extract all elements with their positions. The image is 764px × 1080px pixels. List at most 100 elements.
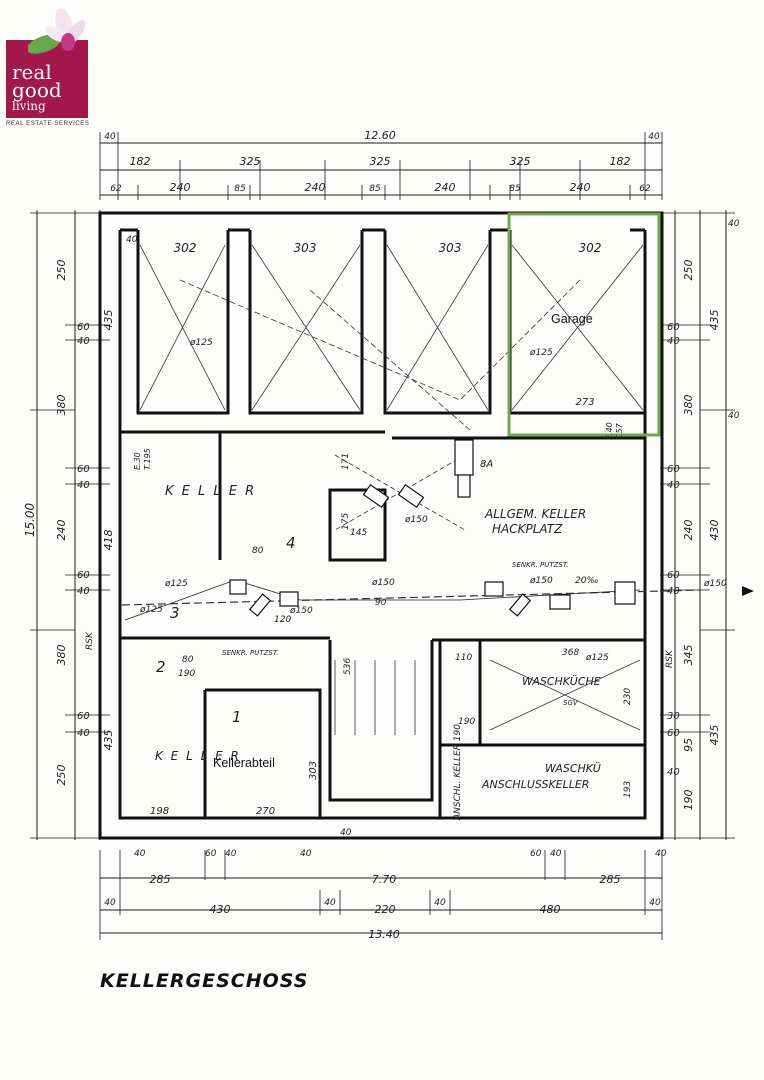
dim-bot2-5: 40 [434,898,446,908]
dim-right-tick-0: 40 [728,219,740,229]
dim-bot-tick-1: 40 [134,849,146,859]
dim-230: 230 [623,688,633,705]
dim-bot2-7: 40 [649,898,661,908]
dim-right-tick-4: 40 [667,480,680,491]
dim-bot2-3: 40 [324,898,336,908]
logo-tagline: REAL ESTATE SERVICES [6,121,90,127]
label-8a: 8A [480,459,493,470]
pipe-label-1: ø125 [189,338,213,348]
dim-left-tick-4: 40 [77,480,90,491]
dim-right-inner-3: 435 [708,725,721,746]
dim-190-a: 190 [178,669,195,679]
dim-80-a: 80 [252,546,264,556]
dim-368: 368 [562,648,579,658]
dim-right-tick-10: 40 [728,411,740,421]
room-anschl-keller: ANSCHL. KELLER 190 [453,724,463,821]
dim-90: 90 [375,598,387,608]
kellerabteil-label: Kellerabteil [213,756,275,770]
dim-top3-2: 240 [170,181,191,194]
room-label-302-left: 302 [174,241,197,255]
dim-left-3: 240 [55,520,68,541]
dim-total-width: 12.60 [364,129,396,142]
dim-bot2-1: 40 [104,898,116,908]
dim-right-tick-9: 40 [667,767,680,778]
room-allgem-keller: ALLGEM. KELLER [484,507,586,521]
room-keller-bottom: K E L L E R [155,749,241,763]
dim-top3-9: 62 [639,184,651,194]
room-label-303-left: 303 [294,241,317,255]
dim-left-5: 250 [55,765,68,786]
dim-top3-4: 240 [305,181,326,194]
room-keller-top: K E L L E R [165,484,256,499]
dim-left-2: 380 [55,395,68,416]
dim-left-4: 380 [55,645,68,666]
dim-right-tick-8: 60 [667,728,680,739]
dim-bot1-2: 7.70 [372,873,397,886]
dim-bot-tick-5: 60 [530,849,542,859]
dim-80-b: 80 [182,655,194,665]
dim-175: 175 [341,513,351,530]
label-e40: E.40 [605,422,614,440]
dim-left-tick-2: 40 [77,336,90,347]
garage-highlight [507,212,661,437]
label-e30: E.30 [133,452,142,470]
pipe-label-8: ø125 [585,653,609,663]
dim-bot-tick-7: 40 [655,849,667,859]
pipe-label-6: ø125 [164,579,188,589]
dim-left-inner-3: 435 [102,730,115,751]
dim-bot-tick-2: 60 [205,849,217,859]
label-senkr-putzst-right: SENKR. PUTZST. [512,561,569,569]
dim-right-tick-6: 40 [667,586,680,597]
room-label-302-right: 302 [579,241,602,255]
dim-right-2: 380 [682,395,695,416]
dim-right-tick-7: 30 [667,711,680,722]
room-waschkue: WASCHKÜ [545,762,601,775]
dim-left-tick-7: 60 [77,711,90,722]
dim-left-tick-6: 40 [77,586,90,597]
dim-right-6: 190 [682,790,695,811]
pipe-label-3: ø150 [404,515,428,525]
dim-right-tick-1: 60 [667,322,680,333]
pipe-outlet-arrow-icon [742,586,754,596]
dim-145: 145 [350,528,367,538]
dim-110: 110 [455,653,472,663]
pipe-slope: 20‰ [575,576,599,586]
room-number-2: 2 [156,658,166,676]
dim-bot-tick-4: 40 [300,849,312,859]
dim-top3-8: 240 [570,181,591,194]
dim-120: 120 [274,615,291,625]
dim-right-tick-3: 60 [667,464,680,475]
label-senkr-putzst-left: SENKR. PUTZST. [222,649,279,657]
dim-190-b: 190 [458,717,475,727]
room-number-3: 3 [170,604,180,622]
label-t195: T.195 [143,448,152,470]
dim-right-inner-1: 435 [708,310,721,331]
logo-word-living: living [12,99,46,113]
dim-bot-tick-6: 40 [550,849,562,859]
dim-171: 171 [341,453,351,470]
dim-left-total: 15.00 [23,502,37,537]
dim-top2-5: 182 [610,155,631,168]
dim-536: 536 [343,658,353,675]
dim-bot-total: 13.40 [368,928,400,941]
room-label-273: 273 [575,397,594,408]
dim-left-tick-3: 60 [77,464,90,475]
dim-bot2-2: 430 [210,903,231,916]
dim-193: 193 [623,781,633,798]
dim-left-tick-1: 60 [77,322,90,333]
label-rsk-right: RSK [665,649,675,668]
pipe-label-4: ø150 [371,578,395,588]
dim-bot1-3: 285 [600,873,621,886]
dim-bot2-6: 480 [540,903,561,916]
orchid-flower-icon [28,8,86,54]
pipe-label-5: ø150 [529,576,553,586]
dim-top3-1: 62 [110,184,122,194]
label-sgv: SGV [563,699,579,707]
dim-right-5: 95 [682,738,695,752]
dim-270: 270 [256,806,275,817]
floor-title: KELLERGESCHOSS [100,970,309,992]
dim-top3-3: 85 [234,184,246,194]
dim-left-inner-2: 418 [102,530,115,551]
dim-right-1: 250 [682,260,695,281]
room-number-4: 4 [286,534,296,552]
